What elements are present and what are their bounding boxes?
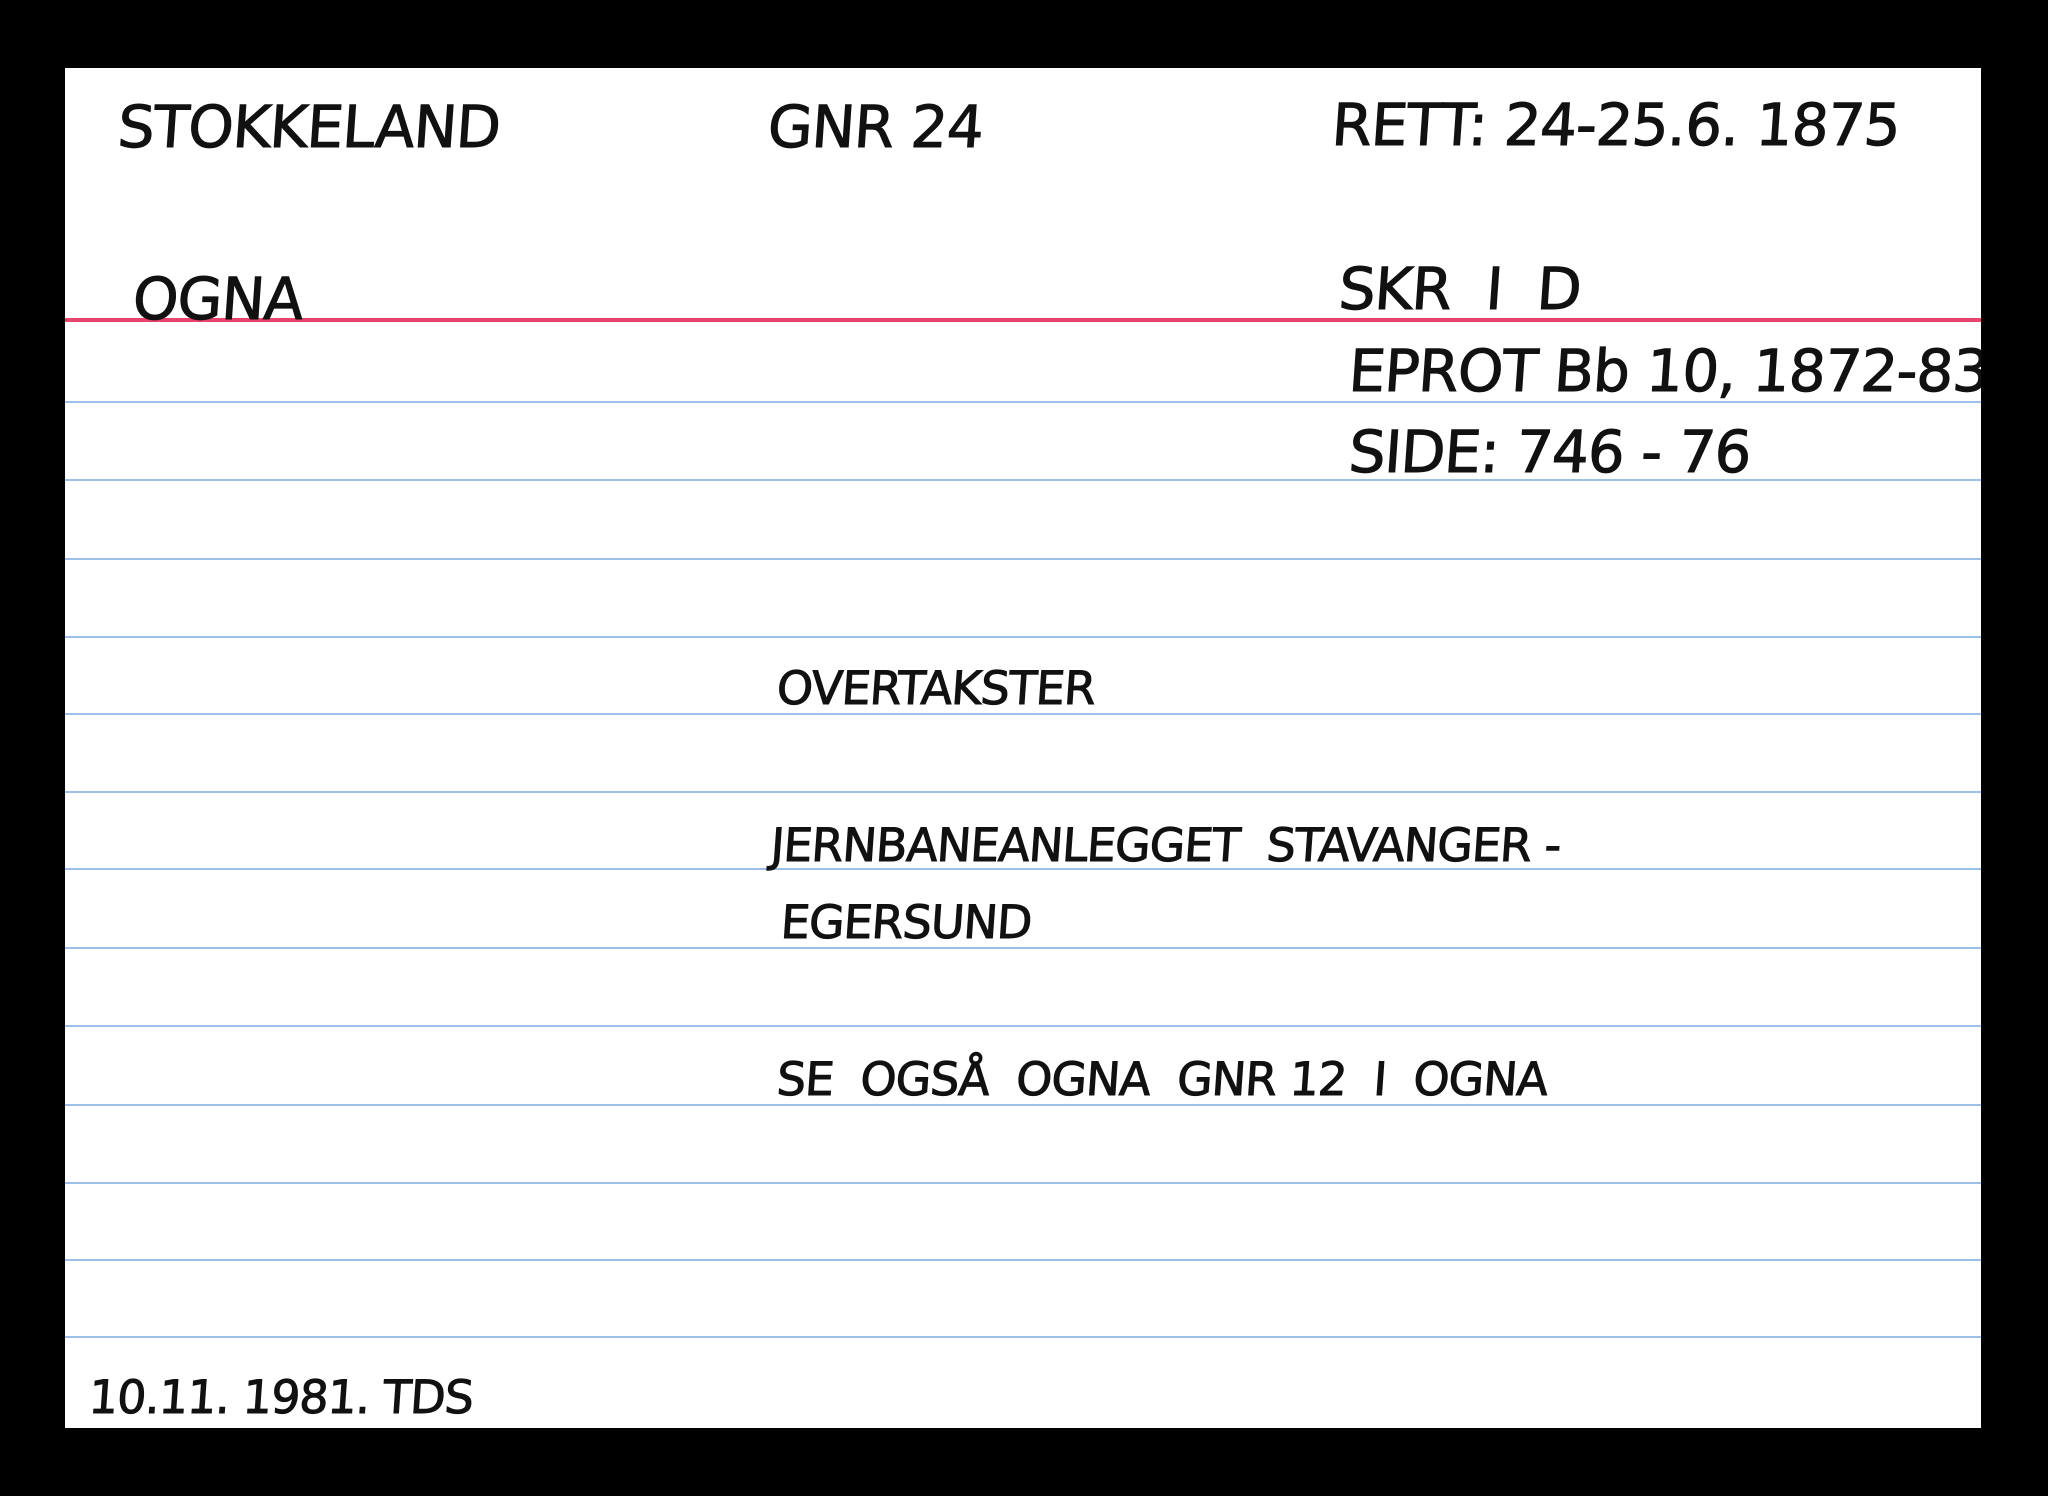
- skr: SKR I D: [1336, 255, 1584, 324]
- rule-line: [65, 947, 1981, 949]
- place: OGNA: [130, 265, 306, 334]
- index-card: STOKKELAND GNR 24 RETT: 24-25.6. 1875 OG…: [65, 68, 1981, 1428]
- description-line-2: EGERSUND: [779, 895, 1034, 950]
- rule-line: [65, 401, 1981, 403]
- side: SIDE: 746 - 76: [1346, 418, 1753, 487]
- rule-line: [65, 636, 1981, 638]
- rule-line: [65, 1259, 1981, 1261]
- rule-line: [65, 1182, 1981, 1184]
- eprot: EPROT Bb 10, 1872-83: [1346, 337, 1981, 406]
- signature-date: 10.11. 1981. TDS: [87, 1370, 476, 1425]
- rule-line: [65, 479, 1981, 481]
- rule-line: [65, 558, 1981, 560]
- rule-line: [65, 713, 1981, 715]
- rule-line: [65, 868, 1981, 870]
- rule-line: [65, 1336, 1981, 1338]
- see-also: SE OGSÅ OGNA GNR 12 I OGNA: [775, 1052, 1550, 1107]
- rett-date: RETT: 24-25.6. 1875: [1329, 91, 1903, 160]
- rule-line: [65, 1104, 1981, 1106]
- surname: STOKKELAND: [115, 93, 503, 162]
- gnr: GNR 24: [765, 93, 986, 162]
- subject: OVERTAKSTER: [775, 661, 1098, 716]
- rule-line: [65, 1025, 1981, 1027]
- description-line-1: JERNBANEANLEGGET STAVANGER -: [769, 818, 1563, 873]
- rule-line: [65, 791, 1981, 793]
- margin-line: [65, 318, 1981, 322]
